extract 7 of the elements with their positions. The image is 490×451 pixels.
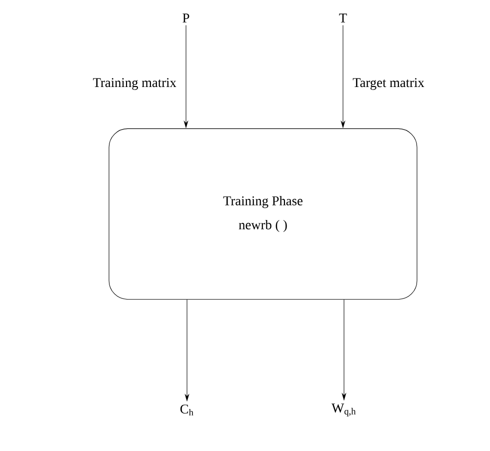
edge-label: Training matrix	[93, 78, 176, 90]
variable-label: P	[182, 14, 190, 22]
process-box: Training Phase newrb ( )	[108, 128, 418, 300]
variable-label: C$_{h}$	[180, 404, 194, 416]
edge-label: Target matrix	[352, 78, 424, 90]
variable-label: T	[339, 14, 347, 22]
variable-label: W$_{q,h}$	[332, 404, 356, 416]
